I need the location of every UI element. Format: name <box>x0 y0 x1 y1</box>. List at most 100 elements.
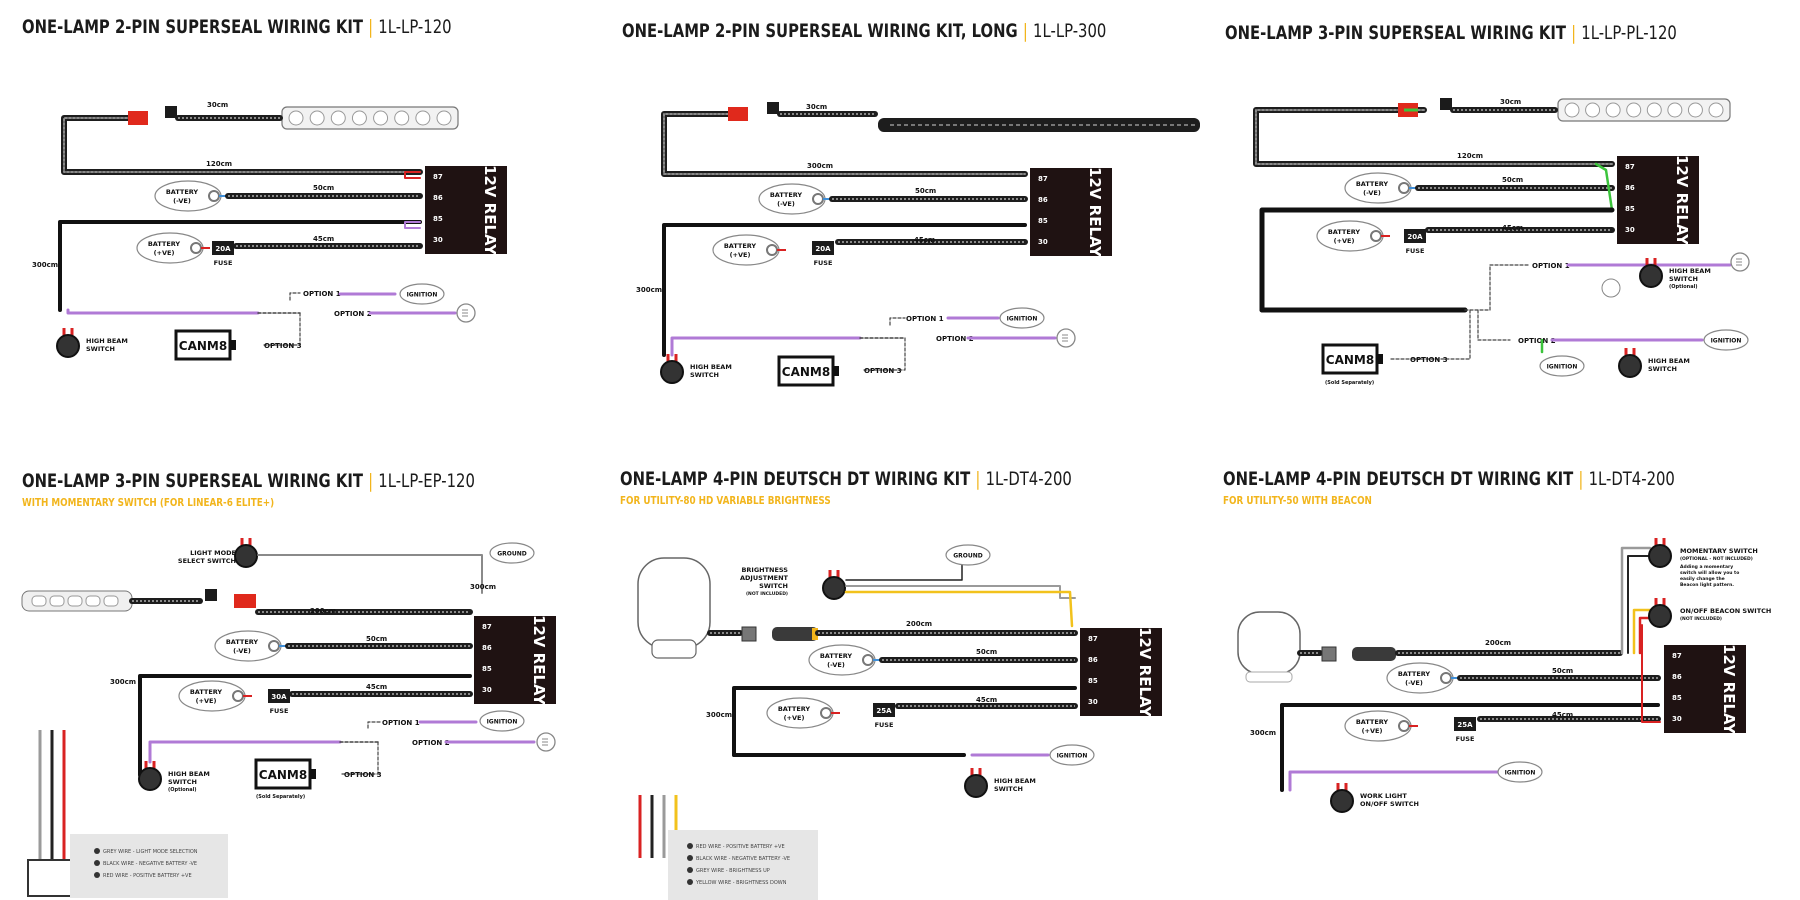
relay-pin-85: 85 <box>1625 205 1635 213</box>
option2-label: OPTION 2 <box>412 739 450 747</box>
light-bar-led <box>1667 102 1683 118</box>
relay-pin-30: 30 <box>1088 698 1098 706</box>
panel-code: 1L-LP-120 <box>378 16 452 38</box>
terminal-ring <box>1398 720 1410 732</box>
relay-box <box>1617 156 1699 244</box>
light-bar <box>1557 98 1731 122</box>
momentary-switch-note: (OPTIONAL - NOT INCLUDED) <box>1680 556 1753 562</box>
terminal-ring <box>190 242 202 254</box>
legend-item: BLACK WIRE - NEGATIVE BATTERY -VE <box>696 856 790 862</box>
panel-subtitle-4: WITH MOMENTARY SWITCH (FOR LINEAR-6 ELIT… <box>22 496 275 509</box>
battery-label: BATTERY <box>1356 180 1389 188</box>
switch-label: SWITCH <box>1669 275 1698 283</box>
relay-label: 12V RELAY <box>481 165 499 256</box>
cable-length-label: 300cm <box>470 583 496 591</box>
relay-pin-85: 85 <box>1038 217 1048 225</box>
title-separator: | <box>1571 22 1577 44</box>
terminal-ring <box>820 707 832 719</box>
canm8-sold-separately: (Sold Separately) <box>256 794 305 800</box>
relay-pin-85: 85 <box>1088 677 1098 685</box>
relay-pin-30: 30 <box>433 236 443 244</box>
beacon-switch-note: (NOT INCLUDED) <box>1680 616 1722 622</box>
momentary-switch-desc: Adding a momentary <box>1680 564 1733 570</box>
wire-red <box>1638 616 1652 655</box>
switch-button <box>964 774 988 798</box>
legend-bullet <box>94 848 100 854</box>
canm8-box <box>254 758 312 790</box>
relay-pin-86: 86 <box>1625 184 1635 192</box>
light-bar-led <box>309 110 325 126</box>
cable-length-label: 50cm <box>976 648 997 656</box>
ignition-label: IGNITION <box>487 719 518 726</box>
battery-label: BATTERY <box>166 188 199 196</box>
battery-polarity: (-VE) <box>1363 189 1381 197</box>
fuse-label: FUSE <box>214 259 233 267</box>
light-bar <box>281 106 459 130</box>
battery-label: BATTERY <box>1356 718 1389 726</box>
legend-item: YELLOW WIRE - BRIGHTNESS DOWN <box>695 880 787 886</box>
option3-dash <box>339 741 379 775</box>
connector-red <box>728 107 748 121</box>
beacon-lamp-base <box>1245 671 1293 683</box>
option1-label: OPTION 1 <box>906 315 944 323</box>
relay-pin-87: 87 <box>433 173 443 181</box>
terminal-ring <box>1370 230 1382 242</box>
canm8-box <box>174 329 232 361</box>
panel-title-text: ONE-LAMP 3-PIN SUPERSEAL WIRING KIT <box>22 470 363 492</box>
loom-main-texture <box>1255 109 1613 165</box>
light-bar-led <box>1687 102 1703 118</box>
switch-label: WORK LIGHT <box>1360 792 1407 800</box>
wire-yellow <box>1632 608 1652 655</box>
beacon-lamp <box>1237 611 1301 675</box>
legend-bullet <box>94 860 100 866</box>
relay-pin-85: 85 <box>482 665 492 673</box>
momentary-switch-desc: easily change the <box>1680 576 1725 582</box>
option2-label: OPTION 2 <box>936 335 974 343</box>
ignition-label: IGNITION <box>1711 338 1742 345</box>
cable-length-label: 45cm <box>1502 224 1523 232</box>
relay-pin-86: 86 <box>482 644 492 652</box>
fuse-holder <box>1454 717 1476 731</box>
light-bar-led <box>85 595 101 607</box>
light-bar-led <box>103 595 119 607</box>
cable-length-label: 50cm <box>366 635 387 643</box>
legend-bullet <box>687 855 693 861</box>
cable-length-label: 200cm <box>310 607 336 615</box>
deutsch-seal <box>812 628 818 640</box>
option1-dash <box>889 317 906 326</box>
terminal-ring <box>766 244 778 256</box>
switch-note: (Optional) <box>1669 284 1698 290</box>
wire-switch-ground <box>58 220 422 312</box>
cable-length-label: 300cm <box>1250 729 1276 737</box>
cable-length-label: 30cm <box>1500 98 1521 106</box>
cable-length-label: 200cm <box>906 620 932 628</box>
cable-length-label: 45cm <box>914 236 935 244</box>
wire-switch-ground <box>732 686 1077 757</box>
legend-item: RED WIRE - POSITIVE BATTERY +VE <box>103 873 192 879</box>
brightness-switch-label: SWITCH <box>759 582 788 590</box>
cable-length-label: 120cm <box>206 160 232 168</box>
wire-red-relay <box>1641 624 1661 723</box>
panel-title-3: ONE-LAMP 3-PIN SUPERSEAL WIRING KIT | 1L… <box>1225 22 1677 44</box>
light-bar-led <box>394 110 410 126</box>
fuse-rating: 25A <box>1457 721 1473 729</box>
ignition-label: IGNITION <box>1057 753 1088 760</box>
light-bar-led <box>49 595 65 607</box>
beacon-switch-label: ON/OFF BEACON SWITCH <box>1680 607 1771 615</box>
option1-dash <box>1464 264 1531 311</box>
option3-label: OPTION 3 <box>264 342 302 350</box>
momentary-switch-label: MOMENTARY SWITCH <box>1680 547 1758 555</box>
terminal-ring <box>862 654 874 666</box>
switch-label: SWITCH <box>86 345 115 353</box>
relay-box <box>1080 628 1162 716</box>
battery-polarity: (-VE) <box>173 197 191 205</box>
relay-pin-86: 86 <box>1672 673 1682 681</box>
battery-polarity: (-VE) <box>233 647 251 655</box>
deutsch-plug <box>1321 646 1337 662</box>
panel-title-text: ONE-LAMP 4-PIN DEUTSCH DT WIRING KIT <box>620 468 971 490</box>
panel-title-6: ONE-LAMP 4-PIN DEUTSCH DT WIRING KIT | 1… <box>1223 468 1675 490</box>
fuse-holder <box>1404 229 1426 243</box>
connector-red <box>128 111 148 125</box>
fuse-holder <box>212 241 234 255</box>
